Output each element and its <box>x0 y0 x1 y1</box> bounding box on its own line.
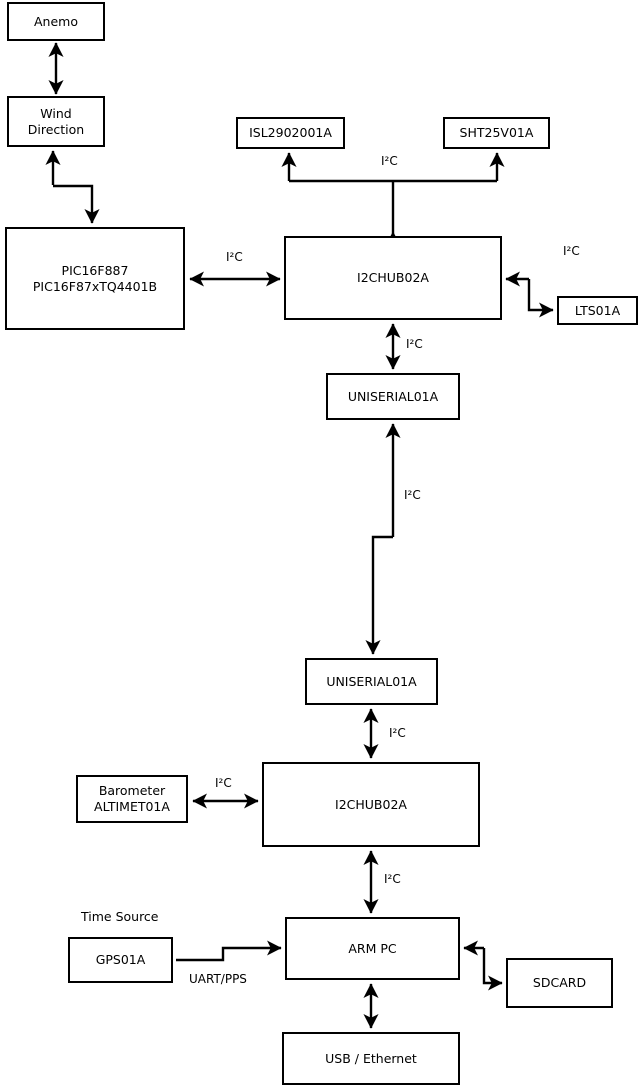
node-wind-direction[interactable]: Wind Direction <box>7 96 105 147</box>
node-usb-ethernet[interactable]: USB / Ethernet <box>282 1032 460 1085</box>
node-uniserial01a-top[interactable]: UNISERIAL01A <box>326 373 460 420</box>
edge-label-i2c-hub-armpc: I²C <box>384 872 401 886</box>
node-sht25v01a[interactable]: SHT25V01A <box>443 117 550 149</box>
node-isl2902001a[interactable]: ISL2902001A <box>236 117 345 149</box>
edge-label-i2c-uniserial-hub: I²C <box>389 726 406 740</box>
node-lts01a[interactable]: LTS01A <box>557 296 638 325</box>
wire-wind-pic-body <box>53 184 100 224</box>
edge-label-i2c-pic-hub: I²C <box>226 250 243 264</box>
node-barometer-altimet01a[interactable]: Barometer ALTIMET01A <box>76 775 188 823</box>
node-i2chub02a-top[interactable]: I2CHUB02A <box>284 236 502 320</box>
wire-hubtop-lts-body <box>527 279 554 318</box>
node-gps01a[interactable]: GPS01A <box>68 937 173 983</box>
node-pic-mcu[interactable]: PIC16F887 PIC16F87xTQ4401B <box>5 227 185 330</box>
node-anemo[interactable]: Anemo <box>7 2 105 41</box>
edge-label-uart-pps: UART/PPS <box>189 972 247 986</box>
wire-uniserial-link-body <box>365 535 393 655</box>
edge-label-i2c-uniserial-link: I²C <box>404 488 421 502</box>
node-i2chub02a-bottom[interactable]: I2CHUB02A <box>262 762 480 847</box>
edge-label-i2c-hub-uniserial: I²C <box>406 337 423 351</box>
edge-label-i2c-barometer-hub: I²C <box>215 776 232 790</box>
wire-gps-armpc <box>176 940 282 962</box>
edge-label-i2c-sensor-bus: I²C <box>381 154 398 168</box>
wire-armpc-sdcard-body <box>482 948 503 991</box>
node-arm-pc[interactable]: ARM PC <box>285 917 460 980</box>
node-uniserial01a-bottom[interactable]: UNISERIAL01A <box>305 658 438 705</box>
label-time-source: Time Source <box>81 909 159 924</box>
edge-label-i2c-hub-lts: I²C <box>563 244 580 258</box>
node-sdcard[interactable]: SDCARD <box>506 958 613 1008</box>
